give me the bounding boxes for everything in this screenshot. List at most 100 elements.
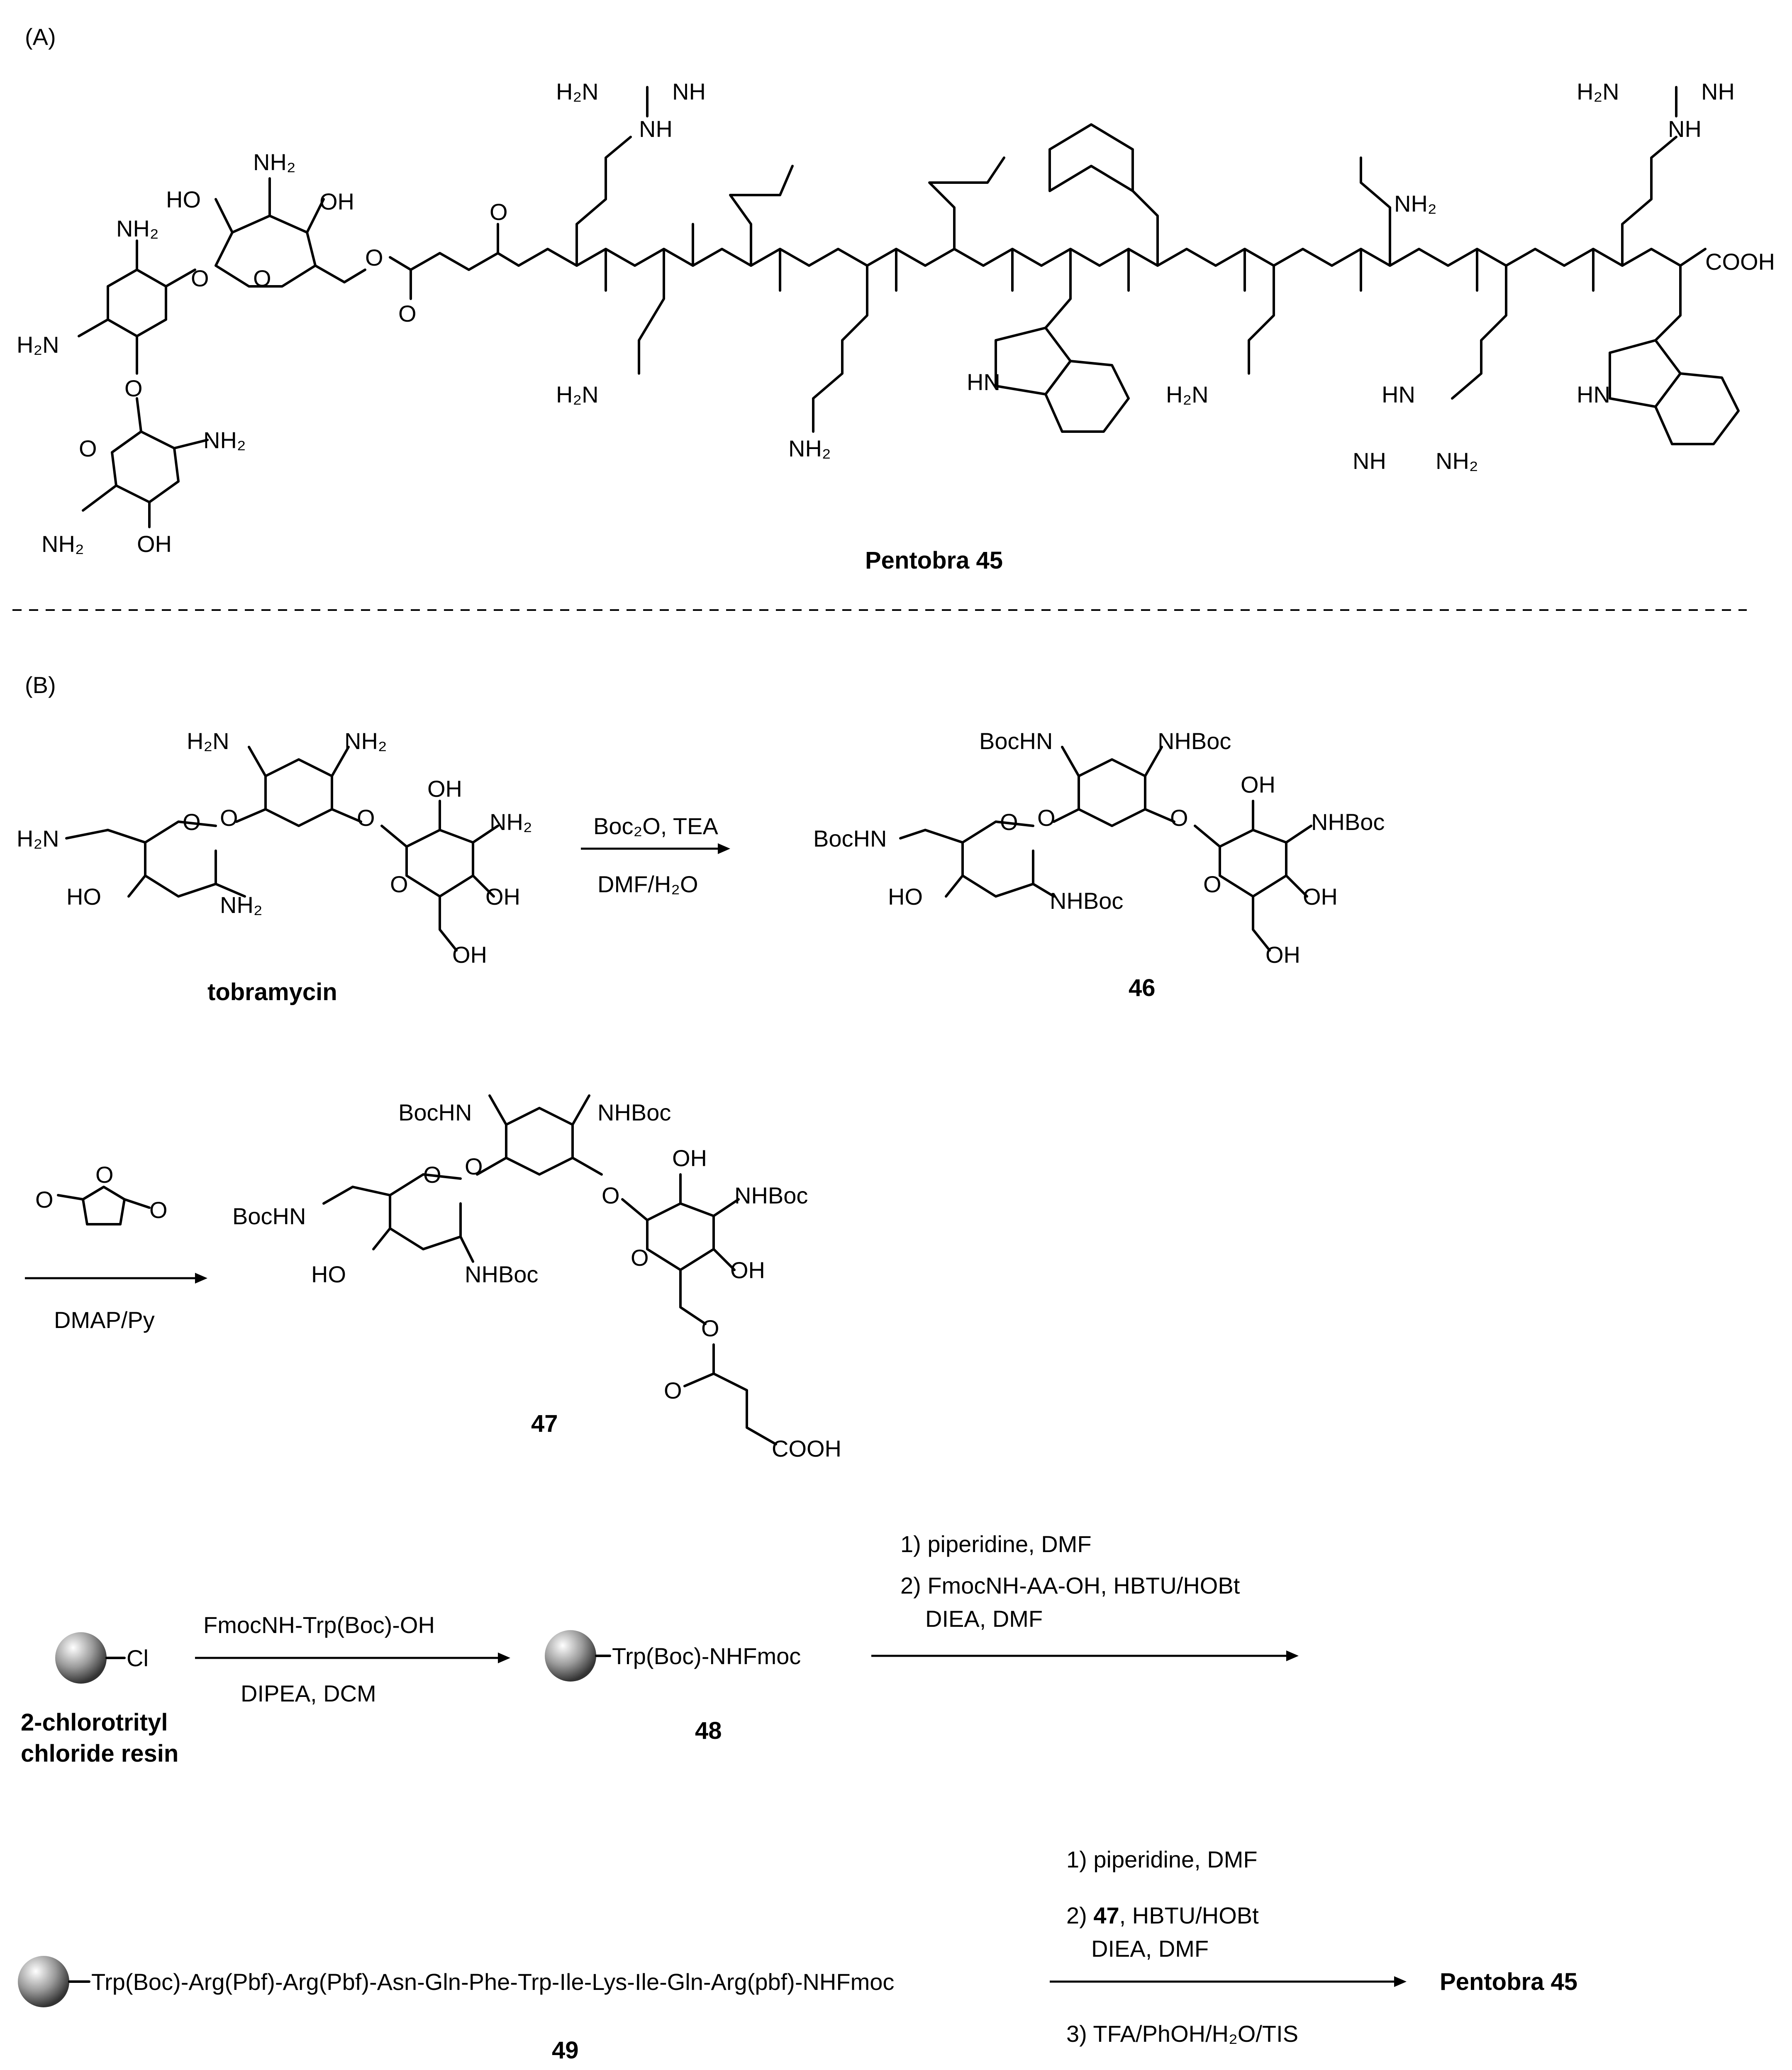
compound-46-label: 46 bbox=[1129, 974, 1156, 1001]
atom-label: NH₂ bbox=[116, 215, 159, 242]
atom-label: NH₂ bbox=[490, 809, 532, 835]
bond-line bbox=[248, 746, 267, 777]
bond-line bbox=[498, 1653, 510, 1663]
step-a2: 2) FmocNH-AA-OH, HBTU/HOBt bbox=[900, 1572, 1240, 1599]
atom-label: H₂N bbox=[556, 78, 599, 105]
bond-line bbox=[1394, 1976, 1407, 1987]
bond-line bbox=[1252, 895, 1271, 952]
bond-line bbox=[899, 829, 926, 840]
bond-line bbox=[472, 825, 499, 844]
step-a3: DIEA, DMF bbox=[925, 1606, 1043, 1632]
atom-label: NHBoc bbox=[597, 1099, 671, 1125]
panel-b-label: (B) bbox=[25, 672, 56, 698]
atom-label: NH₂ bbox=[788, 435, 831, 461]
bond-line bbox=[488, 1094, 507, 1126]
bond-line bbox=[173, 439, 209, 449]
atom-label: HO bbox=[888, 884, 923, 910]
bond-line bbox=[235, 808, 267, 823]
bond-line bbox=[1360, 156, 1391, 267]
bond-line bbox=[264, 758, 333, 827]
atom-label: O bbox=[79, 435, 97, 461]
resin-48-text: Trp(Boc)-NHFmoc bbox=[612, 1643, 801, 1669]
bond-line bbox=[1044, 248, 1072, 329]
atom-label: NHBoc bbox=[1158, 728, 1231, 754]
atom-label: OH bbox=[319, 188, 354, 215]
pentobra-aminoglycoside: NH₂ H₂N O O HO NH₂ OH O O O O NH₂ NH₂ OH… bbox=[17, 149, 520, 557]
bond-line bbox=[1194, 825, 1287, 898]
atom-label: NH₂ bbox=[41, 531, 84, 557]
atom-label: NH₂ bbox=[253, 149, 296, 175]
bond-line bbox=[314, 264, 346, 283]
bond-line bbox=[144, 820, 217, 898]
compound-48-label: 48 bbox=[695, 1717, 722, 1744]
atom-label: NHBoc bbox=[1311, 809, 1385, 835]
reagent-dipea-dcm: DIPEA, DCM bbox=[241, 1680, 376, 1706]
atom-label: NH bbox=[639, 116, 673, 142]
bond-line bbox=[638, 248, 665, 375]
resin-label-2: chloride resin bbox=[21, 1740, 178, 1767]
panel-a-label: (A) bbox=[25, 24, 56, 50]
bond-line bbox=[372, 1227, 391, 1250]
bond-line bbox=[1654, 264, 1682, 342]
bond-line bbox=[215, 215, 317, 288]
tobramycin-label: tobramycin bbox=[207, 979, 337, 1006]
atom-label: OH bbox=[485, 884, 520, 910]
atom-label: O bbox=[1037, 805, 1056, 831]
atom-label: OH bbox=[1265, 942, 1300, 968]
bond-line bbox=[517, 248, 1682, 267]
bond-line bbox=[82, 484, 117, 512]
bond-line bbox=[331, 808, 362, 823]
atom-label: O bbox=[220, 805, 238, 831]
bond-line bbox=[575, 136, 632, 267]
atom-label: NH bbox=[1353, 448, 1386, 474]
atom-label: COOH bbox=[772, 1435, 841, 1462]
atom-label: COOH bbox=[1705, 249, 1775, 275]
tobramycin-structure: H₂N NH₂ O O O H₂N HO NH₂ O OH NH₂ OH OH bbox=[17, 728, 532, 968]
bond-line bbox=[961, 820, 1034, 898]
atom-label: OH bbox=[452, 942, 487, 968]
bond-line bbox=[718, 843, 730, 854]
bond-line bbox=[621, 1198, 715, 1271]
atom-label: O bbox=[490, 199, 508, 225]
step-b1: 1) piperidine, DMF bbox=[1066, 1846, 1258, 1872]
pentobra-peptide: NH H₂N NH H₂N NH₂ HN H₂N NH₂ HN NH NH₂ N… bbox=[517, 78, 1775, 474]
bond-line bbox=[123, 1198, 151, 1209]
bond-line bbox=[165, 269, 196, 288]
bond-line bbox=[195, 1273, 207, 1284]
compound-47-structure: BocHN NHBoc O O O BocHN HO NHBoc O OH NH… bbox=[232, 1094, 841, 1462]
resin-bead-icon bbox=[18, 1956, 69, 2007]
atom-label: H₂N bbox=[1166, 381, 1209, 408]
atom-label: OH bbox=[730, 1257, 765, 1283]
atom-label: HN bbox=[1382, 381, 1415, 408]
bond-line bbox=[729, 165, 794, 267]
atom-label: O bbox=[365, 244, 383, 271]
bond-line bbox=[571, 1157, 603, 1176]
atom-label: OH bbox=[1241, 771, 1275, 798]
bond-line bbox=[1144, 746, 1163, 777]
bond-line bbox=[712, 1343, 777, 1445]
atom-label: H₂N bbox=[1577, 78, 1619, 105]
bond-line bbox=[1285, 874, 1308, 898]
bond-line bbox=[107, 829, 146, 844]
bond-line bbox=[1609, 339, 1682, 408]
atom-label: O bbox=[1203, 871, 1221, 897]
bond-line bbox=[107, 269, 167, 337]
atom-label: O bbox=[1000, 809, 1018, 835]
bond-line bbox=[812, 264, 868, 433]
bond-line bbox=[1044, 360, 1130, 433]
bond-line bbox=[1621, 136, 1677, 267]
step-b3: DIEA, DMF bbox=[1091, 1936, 1209, 1962]
reagent-dmap-py: DMAP/Py bbox=[54, 1307, 155, 1333]
bond-line bbox=[928, 156, 1005, 250]
atom-label: O bbox=[398, 300, 417, 327]
step-b2: 2) 47, HBTU/HOBt bbox=[1066, 1902, 1259, 1928]
atom-label: O bbox=[183, 809, 201, 835]
bond-line bbox=[351, 1186, 391, 1196]
bond-line bbox=[1144, 808, 1175, 823]
atom-label: HO bbox=[166, 186, 201, 212]
bond-line bbox=[1451, 264, 1507, 400]
bond-line bbox=[306, 198, 325, 234]
atom-label: O bbox=[1170, 805, 1188, 831]
compound-47-label: 47 bbox=[531, 1410, 558, 1437]
